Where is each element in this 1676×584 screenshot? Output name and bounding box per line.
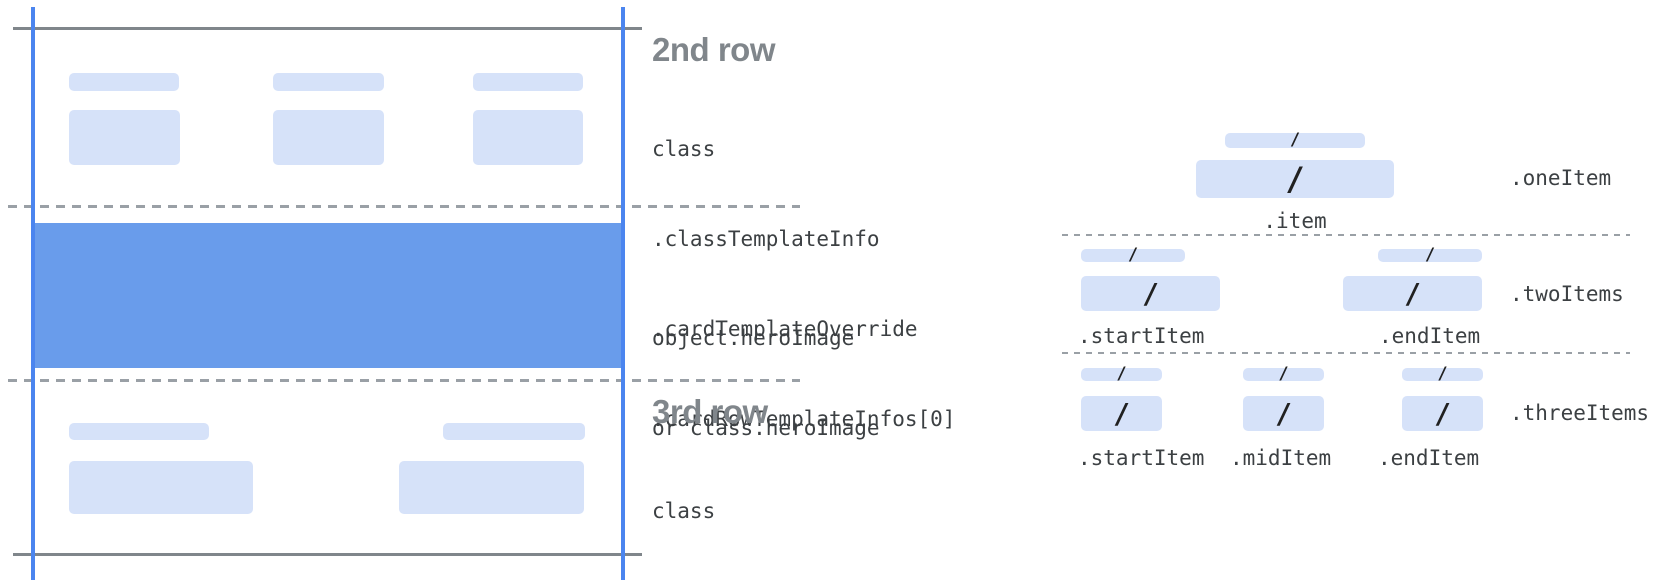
item-label: .startItem	[1078, 446, 1205, 470]
slash-separator-glyph: /	[1424, 245, 1436, 265]
hero-image-code-block: object.heroImage or class.heroImage	[652, 263, 880, 503]
three-items-start-big-chip: /	[1081, 396, 1162, 431]
item-label: .item	[1263, 209, 1327, 233]
second-row-code-block: class .classTemplateInfo .cardTemplateOv…	[652, 74, 955, 494]
row3-col1-label-chip	[69, 423, 209, 440]
three-items-mid-big-chip: /	[1243, 396, 1324, 431]
three-items-start-small-chip: /	[1081, 364, 1162, 384]
third-row-code-block: class .classTemplateInfo .cardTemplateOv…	[652, 436, 955, 584]
slash-separator-glyph: /	[1116, 364, 1127, 384]
three-items-end-small-chip: /	[1402, 364, 1483, 384]
card-right-guide-line	[621, 7, 625, 580]
code-line: .cardTemplateOverride	[652, 317, 918, 341]
item-label: .startItem	[1078, 324, 1205, 348]
item-layout-divider-1	[1062, 234, 1630, 236]
code-line: .classTemplateInfo	[652, 227, 880, 251]
row2-col3-label-chip	[473, 73, 583, 91]
three-items-mid-small-chip: /	[1243, 364, 1324, 384]
row2-col1-label-chip	[69, 73, 179, 91]
slash-separator-glyph: /	[1289, 130, 1301, 150]
one-item-big-chip: /	[1196, 160, 1394, 198]
two-items-start-big-chip: /	[1081, 276, 1220, 311]
second-row-heading: 2nd row	[652, 31, 776, 68]
two-items-end-big-chip: /	[1343, 276, 1482, 311]
code-line: class	[652, 137, 716, 161]
row2-col2-label-chip	[273, 73, 384, 91]
code-line: or class.heroImage	[652, 416, 880, 440]
code-line: .cardRowTemplateInfos[0]	[652, 407, 956, 431]
three-items-end-big-chip: /	[1402, 396, 1483, 431]
slash-separator-glyph: /	[1278, 364, 1289, 384]
slash-separator-glyph: /	[1437, 364, 1448, 384]
third-row-heading: 3rd row	[652, 393, 768, 430]
item-layout-divider-2	[1062, 352, 1630, 354]
slash-separator-glyph: /	[1404, 276, 1421, 310]
slash-separator-glyph: /	[1434, 396, 1451, 430]
item-label: .endItem	[1378, 446, 1480, 470]
item-label: .endItem	[1379, 324, 1481, 348]
two-items-start-small-chip: /	[1081, 245, 1185, 265]
card-left-guide-line	[31, 7, 35, 580]
row-divider-dashed-bottom	[8, 379, 800, 382]
slash-separator-glyph: /	[1275, 396, 1292, 430]
slash-separator-glyph: /	[1127, 245, 1139, 265]
row2-col3-value-chip	[473, 110, 583, 165]
row2-col1-value-chip	[69, 110, 180, 165]
row-divider-dashed-top	[8, 205, 800, 208]
item-label: .midItem	[1230, 446, 1332, 470]
three-items-row-label: .threeItems	[1510, 401, 1650, 425]
two-items-end-small-chip: /	[1378, 245, 1482, 265]
row3-col2-value-chip	[399, 461, 584, 514]
row2-col2-value-chip	[273, 110, 384, 165]
card-top-boundary-line	[13, 27, 642, 30]
card-bottom-boundary-line	[13, 553, 642, 556]
slash-separator-glyph: /	[1285, 160, 1305, 198]
slash-separator-glyph: /	[1113, 396, 1130, 430]
row3-col2-label-chip	[443, 423, 585, 440]
two-items-row-label: .twoItems	[1510, 282, 1624, 306]
one-item-row-label: .oneItem	[1510, 166, 1612, 190]
code-line: object.heroImage	[652, 326, 855, 350]
hero-image-band	[33, 223, 623, 368]
one-item-small-chip: /	[1225, 130, 1365, 150]
code-line: class	[652, 499, 716, 523]
slash-separator-glyph: /	[1142, 276, 1159, 310]
row3-col1-value-chip	[69, 461, 253, 514]
